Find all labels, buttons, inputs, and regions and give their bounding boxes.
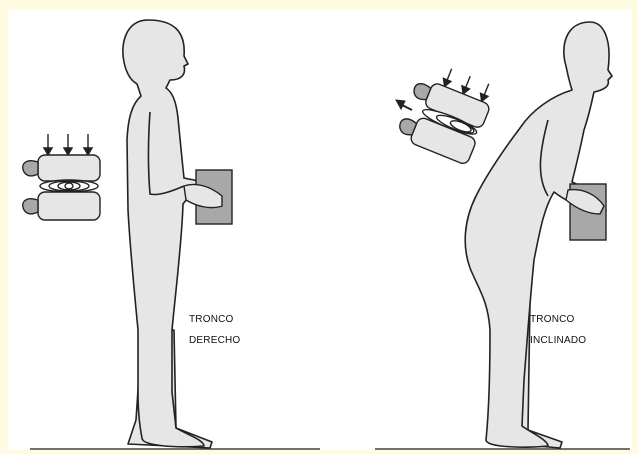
label-right-line1: TRONCO — [530, 314, 575, 325]
bent-arm — [539, 119, 549, 197]
upright-spine-segment — [22, 134, 101, 221]
bent-figure — [464, 21, 613, 449]
bent-hand — [565, 188, 605, 215]
upper-vertebra — [37, 154, 101, 182]
bent-upper-process — [413, 83, 432, 101]
upper-spinous-process — [22, 160, 39, 177]
label-left-line1: TRONCO — [189, 314, 234, 325]
lower-vertebra — [37, 191, 101, 221]
intervertebral-disc — [39, 179, 99, 193]
bent-spine-segment — [399, 68, 490, 164]
upright-figure — [122, 19, 227, 449]
upright-arm — [147, 111, 185, 196]
lower-spinous-process — [22, 198, 39, 215]
label-right-line2: INCLINADO — [530, 335, 586, 346]
disc-displacement-arrow-icon — [395, 99, 413, 111]
load-arrows-icon — [442, 68, 490, 103]
bent-lower-process — [399, 118, 418, 136]
bent-body — [464, 21, 613, 448]
label-left-line2: DERECHO — [189, 335, 240, 346]
upright-hand — [183, 183, 223, 209]
compression-arrows-icon — [42, 134, 94, 157]
